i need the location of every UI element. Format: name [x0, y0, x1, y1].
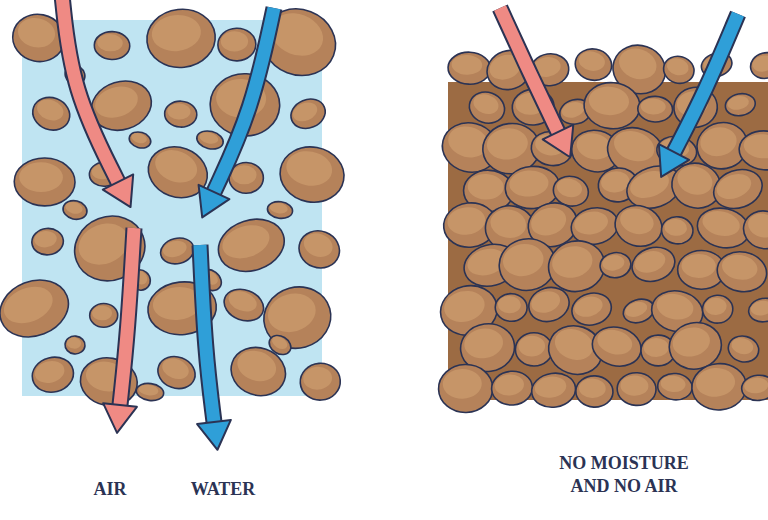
rock [515, 333, 552, 366]
rock [610, 200, 667, 252]
flow-arrow [62, 0, 133, 207]
rock [575, 375, 614, 408]
rock [94, 31, 130, 60]
rock [599, 251, 633, 280]
rock [702, 294, 734, 323]
flow-arrow [659, 14, 738, 177]
rock [438, 364, 494, 413]
rock [568, 289, 615, 330]
rock [447, 51, 491, 85]
caption-label: AIR [80, 478, 140, 501]
rock [690, 362, 748, 412]
rock [294, 225, 345, 274]
rock [737, 129, 768, 173]
rock [708, 163, 767, 215]
rock [276, 142, 349, 208]
rock [525, 283, 574, 327]
flow-arrow [197, 245, 231, 450]
rock [61, 198, 89, 222]
rock [31, 227, 65, 256]
rock [582, 81, 641, 131]
rock [748, 49, 768, 81]
rock [529, 370, 577, 410]
flow-arrows [62, 0, 738, 450]
rock [739, 206, 768, 254]
rock [741, 374, 768, 402]
rock [127, 130, 152, 151]
loose-soil-rocks [0, 0, 349, 410]
rock [220, 284, 269, 326]
rock [628, 242, 679, 286]
rock [90, 303, 118, 327]
rock [726, 333, 762, 365]
rock [724, 91, 758, 118]
rock [164, 100, 197, 127]
rock [660, 53, 697, 87]
rock [28, 92, 74, 135]
rock [266, 332, 295, 359]
rock [299, 362, 342, 402]
rock [747, 296, 768, 324]
rock [195, 128, 225, 151]
compacted-soil [448, 82, 768, 400]
flow-arrow [103, 228, 137, 433]
rock [217, 28, 256, 62]
rock [266, 200, 293, 220]
rock [29, 353, 78, 397]
rock [637, 96, 673, 123]
rock [490, 370, 533, 407]
flow-arrow [199, 8, 274, 217]
rock [14, 158, 75, 207]
caption-label: WATER [175, 478, 271, 501]
rock [495, 293, 528, 322]
rock [135, 382, 164, 402]
caption-label: NO MOISTURE AND NO AIR [549, 452, 699, 499]
compacted-soil-rocks [436, 38, 768, 413]
rock [465, 87, 509, 128]
rock [660, 215, 694, 245]
rock [714, 248, 768, 296]
rock [144, 6, 218, 71]
rock [0, 270, 77, 346]
rock [212, 211, 291, 280]
rock [158, 235, 197, 268]
rock [286, 94, 329, 133]
flow-arrow [500, 8, 573, 157]
rock [588, 322, 645, 372]
rock [64, 335, 86, 355]
rock [657, 372, 694, 401]
rock [616, 372, 656, 407]
rock [573, 46, 615, 84]
